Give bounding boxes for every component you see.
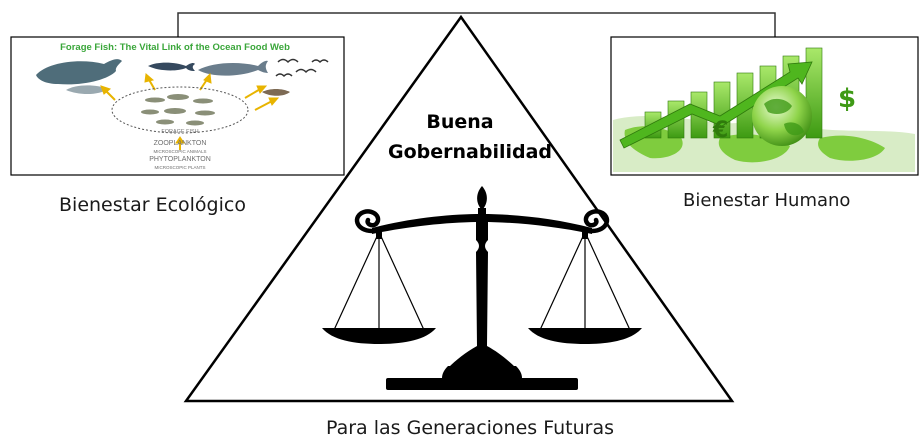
tuna-icon <box>148 62 195 71</box>
globe-icon <box>752 86 812 146</box>
center-title: Buena Gobernabilidad <box>388 107 553 167</box>
economy-image <box>610 36 919 176</box>
phytoplankton-sublabel: MICROSCOPIC PLANTS <box>154 165 206 170</box>
scale-finial <box>477 186 487 210</box>
shark-icon <box>198 60 268 76</box>
center-title-line2: Gobernabilidad <box>388 141 553 163</box>
dollar-symbol: $ <box>838 84 857 114</box>
right-pan-strings <box>539 231 631 331</box>
center-title-line1: Buena <box>426 111 494 133</box>
justice-scale-icon <box>322 186 642 390</box>
forage-fish-ring <box>111 86 249 134</box>
forage-fish-image <box>10 36 345 176</box>
dolphin-icon <box>66 85 108 95</box>
forage-fish-label: FORAGE FISH <box>161 129 199 135</box>
seal-icon <box>262 89 290 96</box>
forage-fish-icons <box>141 94 215 126</box>
scale-scroll-left <box>354 209 381 234</box>
fish-image-title: Forage Fish: The Vital Link of the Ocean… <box>60 42 290 53</box>
scale-pillar <box>448 220 516 368</box>
label-future-generations: Para las Generaciones Futuras <box>326 417 614 439</box>
scale-pan-right <box>528 328 642 344</box>
zooplankton-label: ZOOPLANKTON <box>153 140 207 147</box>
map-continents <box>624 126 885 163</box>
phytoplankton-label: PHYTOPLANKTON <box>149 156 211 163</box>
scale-pan-left <box>322 328 436 344</box>
globe-land <box>764 98 804 136</box>
scale-scroll-right <box>583 209 610 234</box>
whale-icon <box>36 59 122 85</box>
food-web-arrows <box>100 72 280 150</box>
fish-image-frame <box>10 36 345 176</box>
left-pan-strings <box>333 231 425 331</box>
scale-beam <box>372 214 592 234</box>
growth-arrow-icon <box>619 61 813 149</box>
triangle-outline <box>183 14 735 403</box>
label-human-wellbeing: Bienestar Humano <box>683 190 851 211</box>
label-ecological-wellbeing: Bienestar Ecológico <box>59 194 246 216</box>
scale-base <box>442 366 522 378</box>
zooplankton-sublabel: MICROSCOPIC ANIMALS <box>153 149 207 154</box>
euro-symbol: € <box>713 118 729 143</box>
seabirds-icon <box>275 58 329 78</box>
connector-line <box>177 12 776 39</box>
